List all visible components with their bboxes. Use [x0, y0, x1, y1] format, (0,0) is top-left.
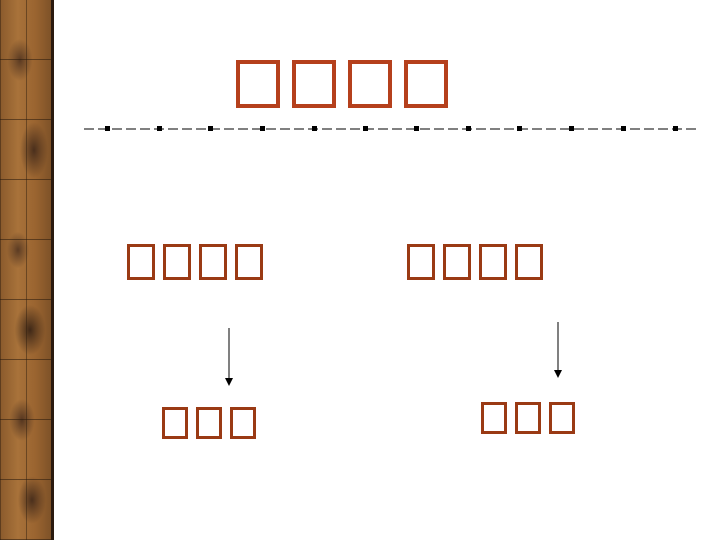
- dotted-divider: [84, 126, 696, 131]
- title-char-box: □: [404, 60, 448, 108]
- title-char-box: □: [292, 60, 336, 108]
- left-heading: □ □ □ □: [127, 244, 263, 280]
- right-heading-char-box: □: [407, 244, 435, 280]
- left-down-arrow: [225, 328, 233, 386]
- right-down-arrow: [554, 322, 562, 378]
- left-heading-char-box: □: [235, 244, 263, 280]
- left-result-char-box: □: [162, 407, 188, 439]
- right-heading-char-box: □: [443, 244, 471, 280]
- right-result-char-box: □: [515, 402, 541, 434]
- decorative-side-border: [0, 0, 54, 540]
- left-result-char-box: □: [196, 407, 222, 439]
- left-result-char-box: □: [230, 407, 256, 439]
- left-heading-char-box: □: [199, 244, 227, 280]
- right-heading: □ □ □ □: [407, 244, 543, 280]
- title-char-box: □: [348, 60, 392, 108]
- right-result: □ □ □: [481, 402, 575, 434]
- left-heading-char-box: □: [163, 244, 191, 280]
- title-char-box: □: [236, 60, 280, 108]
- right-result-char-box: □: [549, 402, 575, 434]
- slide-title: □ □ □ □: [236, 60, 448, 108]
- right-heading-char-box: □: [515, 244, 543, 280]
- right-heading-char-box: □: [479, 244, 507, 280]
- right-result-char-box: □: [481, 402, 507, 434]
- left-heading-char-box: □: [127, 244, 155, 280]
- left-result: □ □ □: [162, 407, 256, 439]
